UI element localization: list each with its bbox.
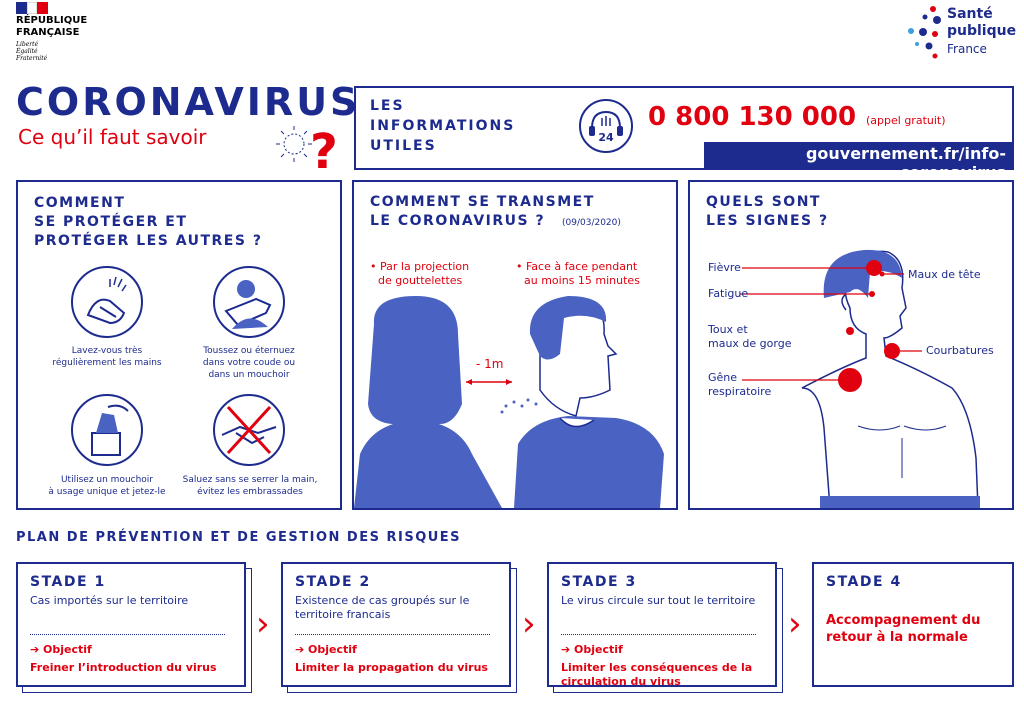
stage-3-title: STADE 3 [561, 574, 637, 590]
sign-maux-tete: Maux de tête [908, 268, 981, 281]
stage-3-objective-label: ➔ Objectif [561, 643, 623, 656]
phone-number[interactable]: 0 800 130 000 [648, 102, 857, 132]
svg-text:?: ? [310, 124, 338, 176]
transmit-title-2: LE CORONAVIRUS ? [370, 213, 546, 229]
protect-title-3: PROTÉGER LES AUTRES ? [34, 233, 263, 249]
stage-2-divider [295, 634, 490, 635]
transmit-date: (09/03/2020) [562, 218, 621, 228]
rf-motto-3: Fraternité [16, 55, 48, 62]
stage-4-title: STADE 4 [826, 574, 902, 590]
transmit-bullet-2-l2: au moins 15 minutes [524, 274, 640, 287]
stage-3-divider [561, 634, 756, 635]
sign-fievre: Fièvre [708, 261, 741, 274]
protect-item-2-l1: Toussez ou éternuez [203, 346, 295, 356]
sign-toux-2: maux de gorge [708, 337, 792, 350]
main-title: CORONAVIRUS [16, 80, 361, 124]
distance-label: - 1m [476, 357, 503, 371]
info-label-3: UTILES [370, 138, 437, 154]
sign-gene-1: Gêne [708, 371, 738, 384]
protect-item-2-l3: dans un mouchoir [208, 370, 290, 380]
transmit-title-1: COMMENT SE TRANSMET [370, 194, 595, 210]
wash-hands-icon [71, 266, 143, 338]
chevron-right-icon-3: › [788, 604, 802, 644]
cough-elbow-icon [213, 266, 285, 338]
protect-item-1-l1: Lavez-vous très [71, 346, 143, 356]
stage-2-desc: Existence de cas groupés sur le territoi… [295, 594, 470, 621]
stage-1-card: STADE 1 Cas importés sur le territoire ➔… [16, 562, 246, 687]
rf-motto-1: Liberté [16, 41, 39, 48]
stage-1-goal: Freiner l’introduction du virus [30, 661, 217, 674]
stage-3-goal: Limiter les conséquences de la circulati… [561, 661, 753, 688]
protect-title-2: SE PROTÉGER ET [34, 214, 188, 230]
sign-gene-2: respiratoire [708, 385, 772, 398]
stage-2-card: STADE 2 Existence de cas groupés sur le … [281, 562, 511, 687]
spf-name-3: France [947, 42, 987, 56]
stage-4-card: STADE 4 Accompagnement du retour à la no… [812, 562, 1014, 687]
protect-item-1-l2: régulièrement les mains [52, 358, 162, 368]
info-label-1: LES [370, 98, 405, 114]
badge-24: 24 [598, 131, 614, 144]
protect-title-1: COMMENT [34, 195, 126, 211]
signs-title-1: QUELS SONT [706, 194, 821, 210]
phone-note: (appel gratuit) [866, 114, 946, 127]
rf-logo: RÉPUBLIQUE FRANÇAISE Liberté Égalité Fra… [16, 2, 106, 66]
headset-24-icon: 24 [579, 99, 633, 153]
signs-title-2: LES SIGNES ? [706, 213, 829, 229]
transmission-illustration: - 1m [354, 296, 664, 508]
tissue-icon [71, 394, 143, 466]
stage-1-title: STADE 1 [30, 574, 106, 590]
marianne-icon [16, 2, 48, 14]
stage-1-desc: Cas importés sur le territoire [30, 594, 189, 607]
stage-4-goal: Accompagnement du retour à la normale [826, 613, 981, 645]
stage-2-objective-label: ➔ Objectif [295, 643, 357, 656]
transmit-bullet-2-l1: • Face à face pendant [516, 260, 638, 273]
rf-name-1: RÉPUBLIQUE [16, 15, 88, 26]
stage-1-divider [30, 634, 225, 635]
stage-3-desc: Le virus circule sur tout le territoire [561, 594, 756, 607]
protect-item-2-l2: dans votre coude ou [202, 358, 296, 368]
transmit-bullet-1-l2: de gouttelettes [378, 274, 463, 287]
rf-name-2: FRANÇAISE [16, 27, 80, 38]
stage-3-card: STADE 3 Le virus circule sur tout le ter… [547, 562, 777, 688]
no-handshake-icon [213, 394, 285, 466]
info-url[interactable]: gouvernement.fr/info-coronavirus [704, 142, 1012, 182]
spf-name-1: Santé [947, 6, 993, 22]
info-label-2: INFORMATIONS [370, 118, 516, 134]
plan-title: PLAN DE PRÉVENTION ET DE GESTION DES RIS… [16, 530, 462, 545]
sign-courbatures: Courbatures [926, 344, 994, 357]
sign-fatigue: Fatigue [708, 287, 749, 300]
chevron-right-icon-2: › [522, 604, 536, 644]
transmit-bullet-1-l1: • Par la projection [370, 260, 470, 273]
stage-2-title: STADE 2 [295, 574, 371, 590]
spf-dots-icon [908, 6, 941, 59]
rf-motto-2: Égalité [16, 48, 38, 55]
stage-1-objective-label: ➔ Objectif [30, 643, 92, 656]
virus-question-icon: ? [276, 124, 338, 176]
sign-toux-1: Toux et [708, 323, 748, 336]
chevron-right-icon-1: › [256, 604, 270, 644]
sub-title: Ce qu’il faut savoir [18, 125, 207, 149]
spf-logo: Santé publique France [905, 2, 1017, 62]
stage-2-goal: Limiter la propagation du virus [295, 661, 488, 674]
spf-name-2: publique [947, 23, 1017, 39]
protect-item-3-l2: à usage unique et jetez-le [48, 487, 166, 497]
protect-item-3-l1: Utilisez un mouchoir [60, 475, 154, 485]
body-illustration [740, 249, 980, 508]
protect-panel [16, 180, 342, 510]
protect-item-4-l2: évitez les embrassades [197, 487, 303, 497]
protect-item-4-l1: Saluez sans se serrer la main, [182, 475, 318, 485]
